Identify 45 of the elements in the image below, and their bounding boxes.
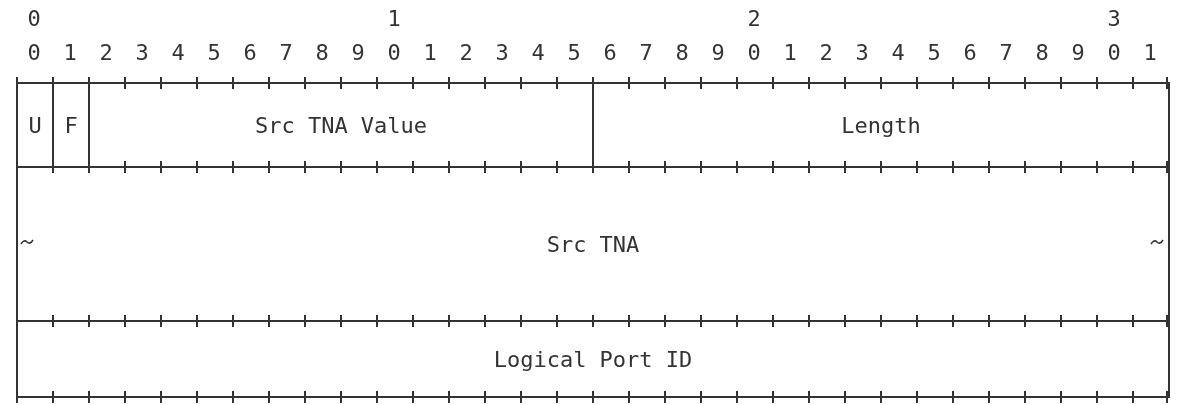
bit-number: 1 bbox=[1142, 39, 1158, 67]
bit-number: 6 bbox=[242, 39, 258, 67]
bit-number: 5 bbox=[206, 39, 222, 67]
field-name: Src TNA bbox=[546, 231, 640, 257]
bit-number: 3 bbox=[494, 39, 510, 67]
bit-number: 4 bbox=[890, 39, 906, 67]
bit-number: 5 bbox=[926, 39, 942, 67]
bit-number: 9 bbox=[710, 39, 726, 67]
bit-number: 4 bbox=[530, 39, 546, 67]
bit-number: 8 bbox=[1034, 39, 1050, 67]
bit-number: 7 bbox=[998, 39, 1014, 67]
bit-number: 3 bbox=[854, 39, 870, 67]
bit-number: 0 bbox=[26, 39, 42, 67]
bit-number: 9 bbox=[350, 39, 366, 67]
bit-number: 2 bbox=[818, 39, 834, 67]
bit-number: 0 bbox=[386, 39, 402, 67]
bit-number: 2 bbox=[98, 39, 114, 67]
bit-tens-digit: 0 bbox=[26, 5, 42, 33]
bit-number: 0 bbox=[746, 39, 762, 67]
bit-tens-digit: 1 bbox=[386, 5, 402, 33]
bit-tens-digit: 2 bbox=[746, 5, 762, 33]
field-box bbox=[592, 82, 1170, 168]
bit-number: 4 bbox=[170, 39, 186, 67]
bit-number: 1 bbox=[62, 39, 78, 67]
bit-number: 2 bbox=[458, 39, 474, 67]
field-name: Logical Port ID bbox=[493, 346, 693, 372]
bit-number: 1 bbox=[422, 39, 438, 67]
bit-number: 9 bbox=[1070, 39, 1086, 67]
field-name: Length bbox=[841, 112, 921, 138]
bit-number: 7 bbox=[638, 39, 654, 67]
bit-tens-digit: 3 bbox=[1106, 5, 1122, 33]
bit-number: 3 bbox=[134, 39, 150, 67]
bit-number: 6 bbox=[602, 39, 618, 67]
bit-number: 1 bbox=[782, 39, 798, 67]
bit-number: 8 bbox=[674, 39, 690, 67]
field-name: F bbox=[64, 112, 78, 138]
bit-number: 8 bbox=[314, 39, 330, 67]
field-name: U bbox=[28, 112, 42, 138]
field-name: Src TNA Value bbox=[254, 112, 428, 138]
bit-number: 0 bbox=[1106, 39, 1122, 67]
bit-number: 5 bbox=[566, 39, 582, 67]
field-box bbox=[16, 166, 1170, 322]
bit-number: 7 bbox=[278, 39, 294, 67]
bit-number: 6 bbox=[962, 39, 978, 67]
field-box bbox=[16, 320, 1170, 398]
